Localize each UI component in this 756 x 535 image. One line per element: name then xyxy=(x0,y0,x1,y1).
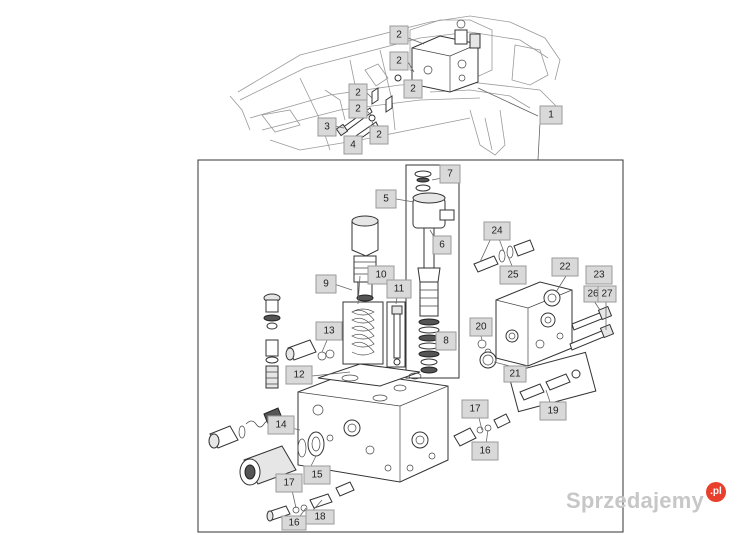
callout-14: 14 xyxy=(267,415,295,435)
fittings-24-25 xyxy=(473,239,535,273)
callout-18: 18 xyxy=(305,509,335,525)
svg-text:3: 3 xyxy=(324,122,330,133)
svg-text:4: 4 xyxy=(350,140,356,151)
svg-text:22: 22 xyxy=(559,262,571,273)
detail-frame xyxy=(197,159,624,533)
callout-2f: 2 xyxy=(348,99,368,119)
group-box-5-8 xyxy=(405,164,460,379)
svg-text:2: 2 xyxy=(355,88,361,99)
callout-16a: 16 xyxy=(471,441,499,461)
callout-15: 15 xyxy=(303,465,331,485)
svg-text:5: 5 xyxy=(383,194,389,205)
callout-6: 6 xyxy=(432,235,452,255)
svg-text:20: 20 xyxy=(475,322,487,333)
pin-11 xyxy=(391,305,403,366)
svg-text:24: 24 xyxy=(491,226,503,237)
svg-text:9: 9 xyxy=(323,279,329,290)
valve-block-installed xyxy=(368,19,481,122)
spring-group-10 xyxy=(351,308,375,356)
group-box-19 xyxy=(507,351,597,413)
svg-text:16: 16 xyxy=(479,446,491,457)
svg-text:27: 27 xyxy=(601,289,613,300)
watermark-badge: .pl xyxy=(705,482,726,502)
callout-2a: 2 xyxy=(389,25,409,45)
svg-text:13: 13 xyxy=(323,326,335,337)
callout-1: 1 xyxy=(539,105,563,125)
svg-text:8: 8 xyxy=(443,336,449,347)
callout-21: 21 xyxy=(503,365,527,383)
plug-12 xyxy=(285,339,335,361)
svg-text:2: 2 xyxy=(376,130,382,141)
watermark-text: Sprzedajemy xyxy=(566,488,704,513)
callout-17b: 17 xyxy=(275,473,303,493)
svg-text:2: 2 xyxy=(355,104,361,115)
svg-text:2: 2 xyxy=(396,56,402,67)
callout-12: 12 xyxy=(285,365,313,385)
callout-7: 7 xyxy=(439,164,461,184)
valve-element-19 xyxy=(519,369,581,401)
main-valve-block xyxy=(297,363,449,483)
callout-23: 23 xyxy=(585,265,613,285)
svg-text:1: 1 xyxy=(548,110,554,121)
solenoid-valve-stack xyxy=(412,170,455,374)
callout-2b: 2 xyxy=(389,51,409,71)
callout-8: 8 xyxy=(435,331,457,351)
callout-22: 22 xyxy=(551,257,579,277)
svg-text:11: 11 xyxy=(394,284,405,295)
manifold-block-22 xyxy=(495,281,573,367)
seals-20-21 xyxy=(477,339,497,369)
callout-13: 13 xyxy=(315,321,343,341)
svg-text:16: 16 xyxy=(288,518,300,529)
plug-stack-left xyxy=(263,293,281,389)
watermark-logo: Sprzedajemy .pl xyxy=(566,482,726,516)
callout-4: 4 xyxy=(343,135,363,155)
callout-5: 5 xyxy=(375,189,397,209)
callout-25: 25 xyxy=(499,265,527,285)
svg-text:12: 12 xyxy=(293,370,305,381)
svg-text:17: 17 xyxy=(283,478,295,489)
fittings-right xyxy=(453,413,511,447)
callout-19: 19 xyxy=(539,401,567,421)
callout-27: 27 xyxy=(597,285,617,303)
callout-2c: 2 xyxy=(403,79,423,99)
bolt-26 xyxy=(571,305,613,331)
svg-text:15: 15 xyxy=(311,470,323,481)
svg-text:2: 2 xyxy=(410,84,416,95)
svg-text:18: 18 xyxy=(314,512,326,523)
svg-text:19: 19 xyxy=(547,406,559,417)
callout-2e: 2 xyxy=(369,125,389,145)
callout-11: 11 xyxy=(386,279,412,299)
callout-24: 24 xyxy=(483,221,511,241)
svg-text:21: 21 xyxy=(509,369,521,380)
svg-text:26: 26 xyxy=(587,289,599,300)
svg-text:2: 2 xyxy=(396,30,402,41)
svg-text:23: 23 xyxy=(593,270,605,281)
svg-text:7: 7 xyxy=(447,169,453,180)
svg-text:25: 25 xyxy=(507,270,519,281)
svg-text:14: 14 xyxy=(275,420,287,431)
callout-2d: 2 xyxy=(348,83,368,103)
callout-3: 3 xyxy=(317,117,337,137)
svg-text:10: 10 xyxy=(375,270,387,281)
cartridge-valve-9 xyxy=(351,215,389,302)
callout-17a: 17 xyxy=(461,399,489,419)
svg-text:6: 6 xyxy=(439,240,445,251)
svg-text:17: 17 xyxy=(469,404,481,415)
bolt-27 xyxy=(569,323,615,351)
callout-16b: 16 xyxy=(281,515,307,531)
callout-20: 20 xyxy=(469,317,493,337)
callout-9: 9 xyxy=(315,274,337,294)
